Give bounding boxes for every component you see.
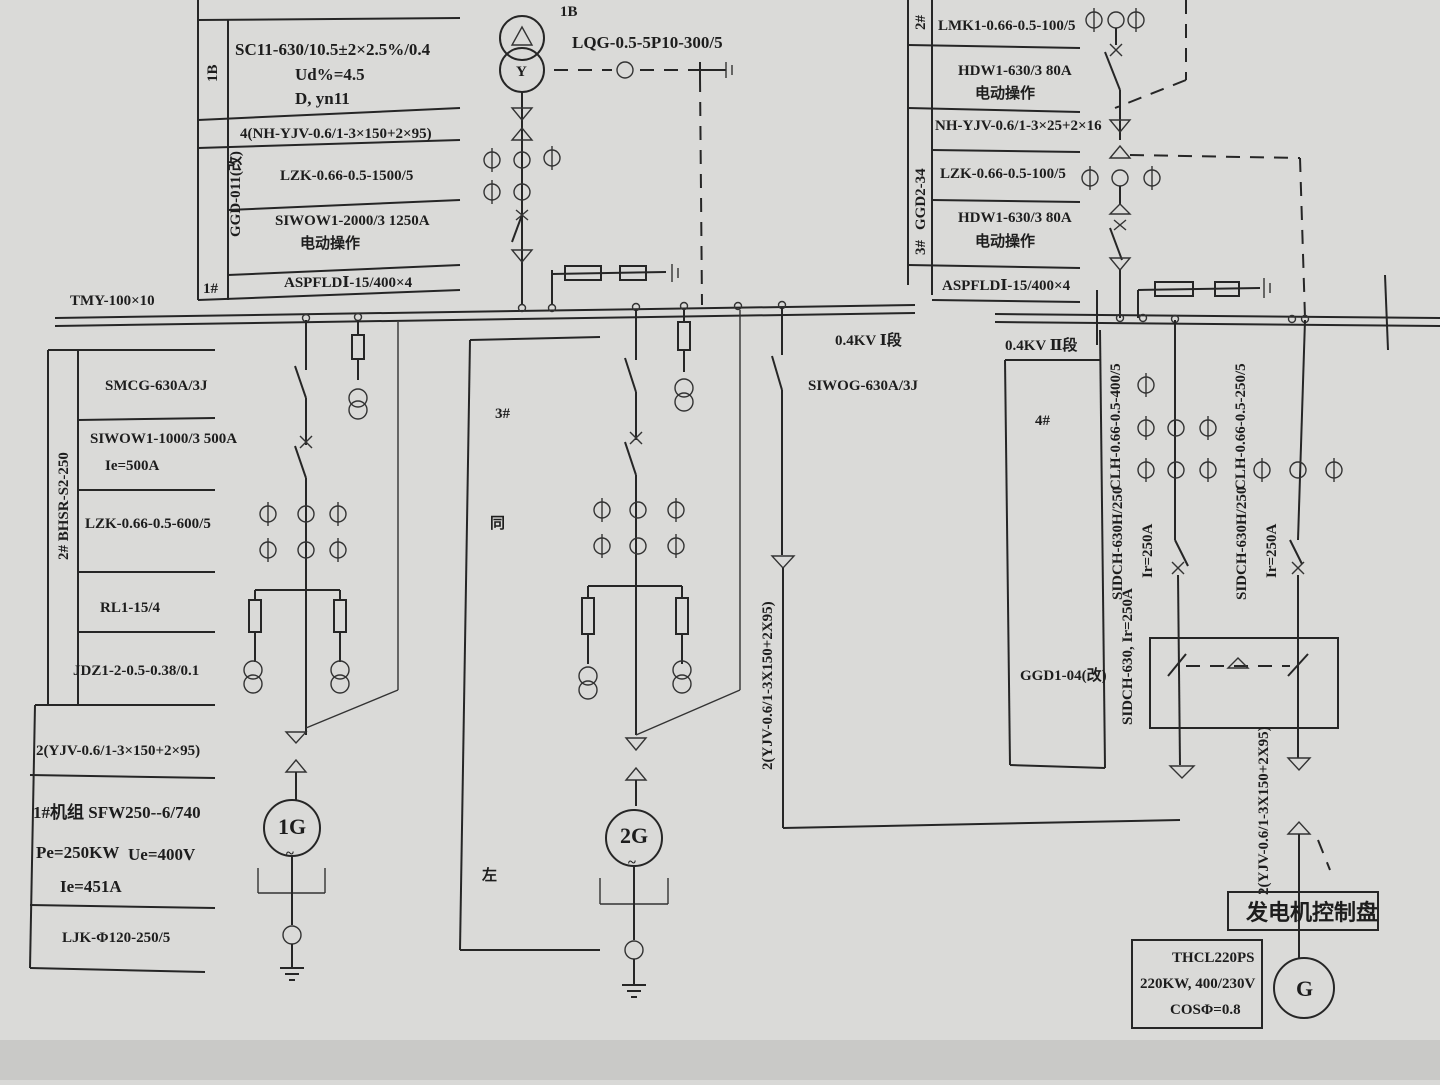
gen1-switch: SMCG-630A/3J [105,378,208,394]
transformer-model: SC11-630/10.5±2×2.5%/0.4 [235,40,431,59]
gen2-feeder-cable: 2(YJV-0.6/1-3X150+2X95) [760,601,776,770]
right-top-cable: NH-YJV-0.6/1-3×25+2×16 [935,118,1102,134]
incomer-side-tag: 1# [203,281,219,297]
right-top-hdw1: HDW1-630/3 80A [958,63,1072,79]
busbar-section-1: TMY-100×10 0.4KV Ⅰ段 [54,293,916,349]
busbar-section-2-label: 0.4KV Ⅱ段 [1005,336,1077,354]
gen2-label-left: 左 [481,866,497,884]
gen1-sym: ~ [286,846,294,862]
right-panel-ir-a: Ir=250A [1140,523,1156,578]
right-top-circuit [1081,0,1306,319]
generator-cos: COSΦ=0.8 [1170,1002,1241,1018]
generator-control: 发电机控制盘 THCL220PS 220KW, 400/230V COSΦ=0.… [1131,891,1379,1029]
top-ct-line: LQG-0.5-5P10-300/5 [554,33,733,306]
gen1-unit: 1#机组 SFW250--6/740 [33,802,201,822]
right-panel-ir-b: Ir=250A [1264,523,1280,578]
incomer-arrester: ASPFLDⅠ-15/400×4 [284,275,413,291]
right-panel-brk-a: SIDCH-630H/250 [1110,487,1126,600]
gen2-label: 2G [620,823,648,848]
transformer-tag: 1B [560,4,578,20]
gen1-fuse: RL1-15/4 [100,600,161,616]
generator-rating: 220KW, 400/230V [1140,976,1255,992]
gen1-cable: 2(YJV-0.6/1-3×150+2×95) [36,743,200,759]
incomer-breaker: SIWOW1-2000/3 1250A [275,213,430,229]
right-panel-ggd: GGD1-04(改) [1020,666,1107,684]
right-panel-brk-b: SIDCH-630H/250 [1234,487,1250,600]
gen2-feeder-switch: SIWOG-630A/3J [808,378,919,394]
gen2-label-3: 3# [495,406,511,422]
right-top-ct2: LZK-0.66-0.5-100/5 [940,166,1066,182]
transformer-side-label: 1B [205,64,221,82]
gen1-side-label: 2# BHSR-S2-250 [56,452,72,560]
generator-label: G [1296,976,1313,1001]
right-top-arrester: ASPFLDⅠ-15/400×4 [942,278,1071,294]
gen1-ie: Ie=500A [105,458,160,474]
incomer-breaker-op: 电动操作 [300,234,360,252]
gen1-label: 1G [278,814,306,839]
left-arrester [551,264,679,305]
right-panel-cable: 2(YJV-0.6/1-3X150+2X95) [1256,726,1272,895]
incomer-side-label: GGD-011(改) [226,151,244,237]
svg-text:Y: Y [516,64,527,80]
gen2-label-same: 同 [490,515,505,532]
gen1-ct: LZK-0.66-0.5-600/5 [85,516,211,532]
right-top-op2: 电动操作 [975,232,1035,250]
top-ct-label: LQG-0.5-5P10-300/5 [572,33,723,52]
busbar-section-1-label: 0.4KV Ⅰ段 [835,331,902,349]
gen2-sym: ~ [628,855,636,871]
right-top-table: 2# GGD2-34 3# LMK1-0.66-0.5-100/5 HDW1-6… [907,0,1102,303]
transformer-ud: Ud%=4.5 [295,65,365,84]
gen1-ue: Ue=400V [128,845,196,864]
gen2-circuit: 3# 同 左 2G ~ [459,308,1181,998]
gen1-pe: Pe=250KW [36,843,119,862]
paper-shadow [0,1040,1440,1080]
right-panel: 4# GGD1-04(改) CLH-0.66-0.5-400/5 CLH-0.6… [1004,319,1343,958]
gen1-table: 2# BHSR-S2-250 SMCG-630A/3J SIWOW1-1000/… [29,349,237,973]
generator-model: THCL220PS [1172,950,1255,966]
busbar-section-2: 0.4KV Ⅱ段 [994,274,1440,354]
right-top-side-label: GGD2-34 [913,168,929,230]
right-panel-label-4: 4# [1035,413,1051,429]
right-top-op1: 电动操作 [975,84,1035,102]
gen1-pt: JDZ1-2-0.5-0.38/0.1 [73,663,199,679]
transformer-connection: D, yn11 [295,89,350,108]
incomer-ct: LZK-0.66-0.5-1500/5 [280,168,413,184]
right-panel-ct-a: CLH-0.66-0.5-400/5 [1108,363,1124,490]
busbar-spec: TMY-100×10 [70,293,155,309]
right-panel-ct-b: CLH-0.66-0.5-250/5 [1233,363,1249,490]
generator-control-label: 发电机控制盘 [1245,900,1378,925]
gen1-breaker: SIWOW1-1000/3 500A [90,431,237,447]
right-top-side-tag-top: 2# [913,15,929,31]
transformer-symbol: Y 1B [483,4,578,305]
right-top-hdw2: HDW1-630/3 80A [958,210,1072,226]
transformer-cable: 4(NH-YJV-0.6/1-3×150+2×95) [240,126,432,142]
right-top-side-tag: 3# [913,240,929,256]
gen1-ct2: LJK-Φ120-250/5 [62,930,170,946]
gen1-circuit: 1G ~ [243,320,399,981]
gen1-ie2: Ie=451A [60,877,122,896]
right-top-ct1: LMK1-0.66-0.5-100/5 [938,18,1075,34]
right-panel-interlock: SIDCH-630, Ir=250A [1120,588,1136,725]
transformer-table: 1B SC11-630/10.5±2×2.5%/0.4 Ud%=4.5 D, y… [197,0,461,301]
